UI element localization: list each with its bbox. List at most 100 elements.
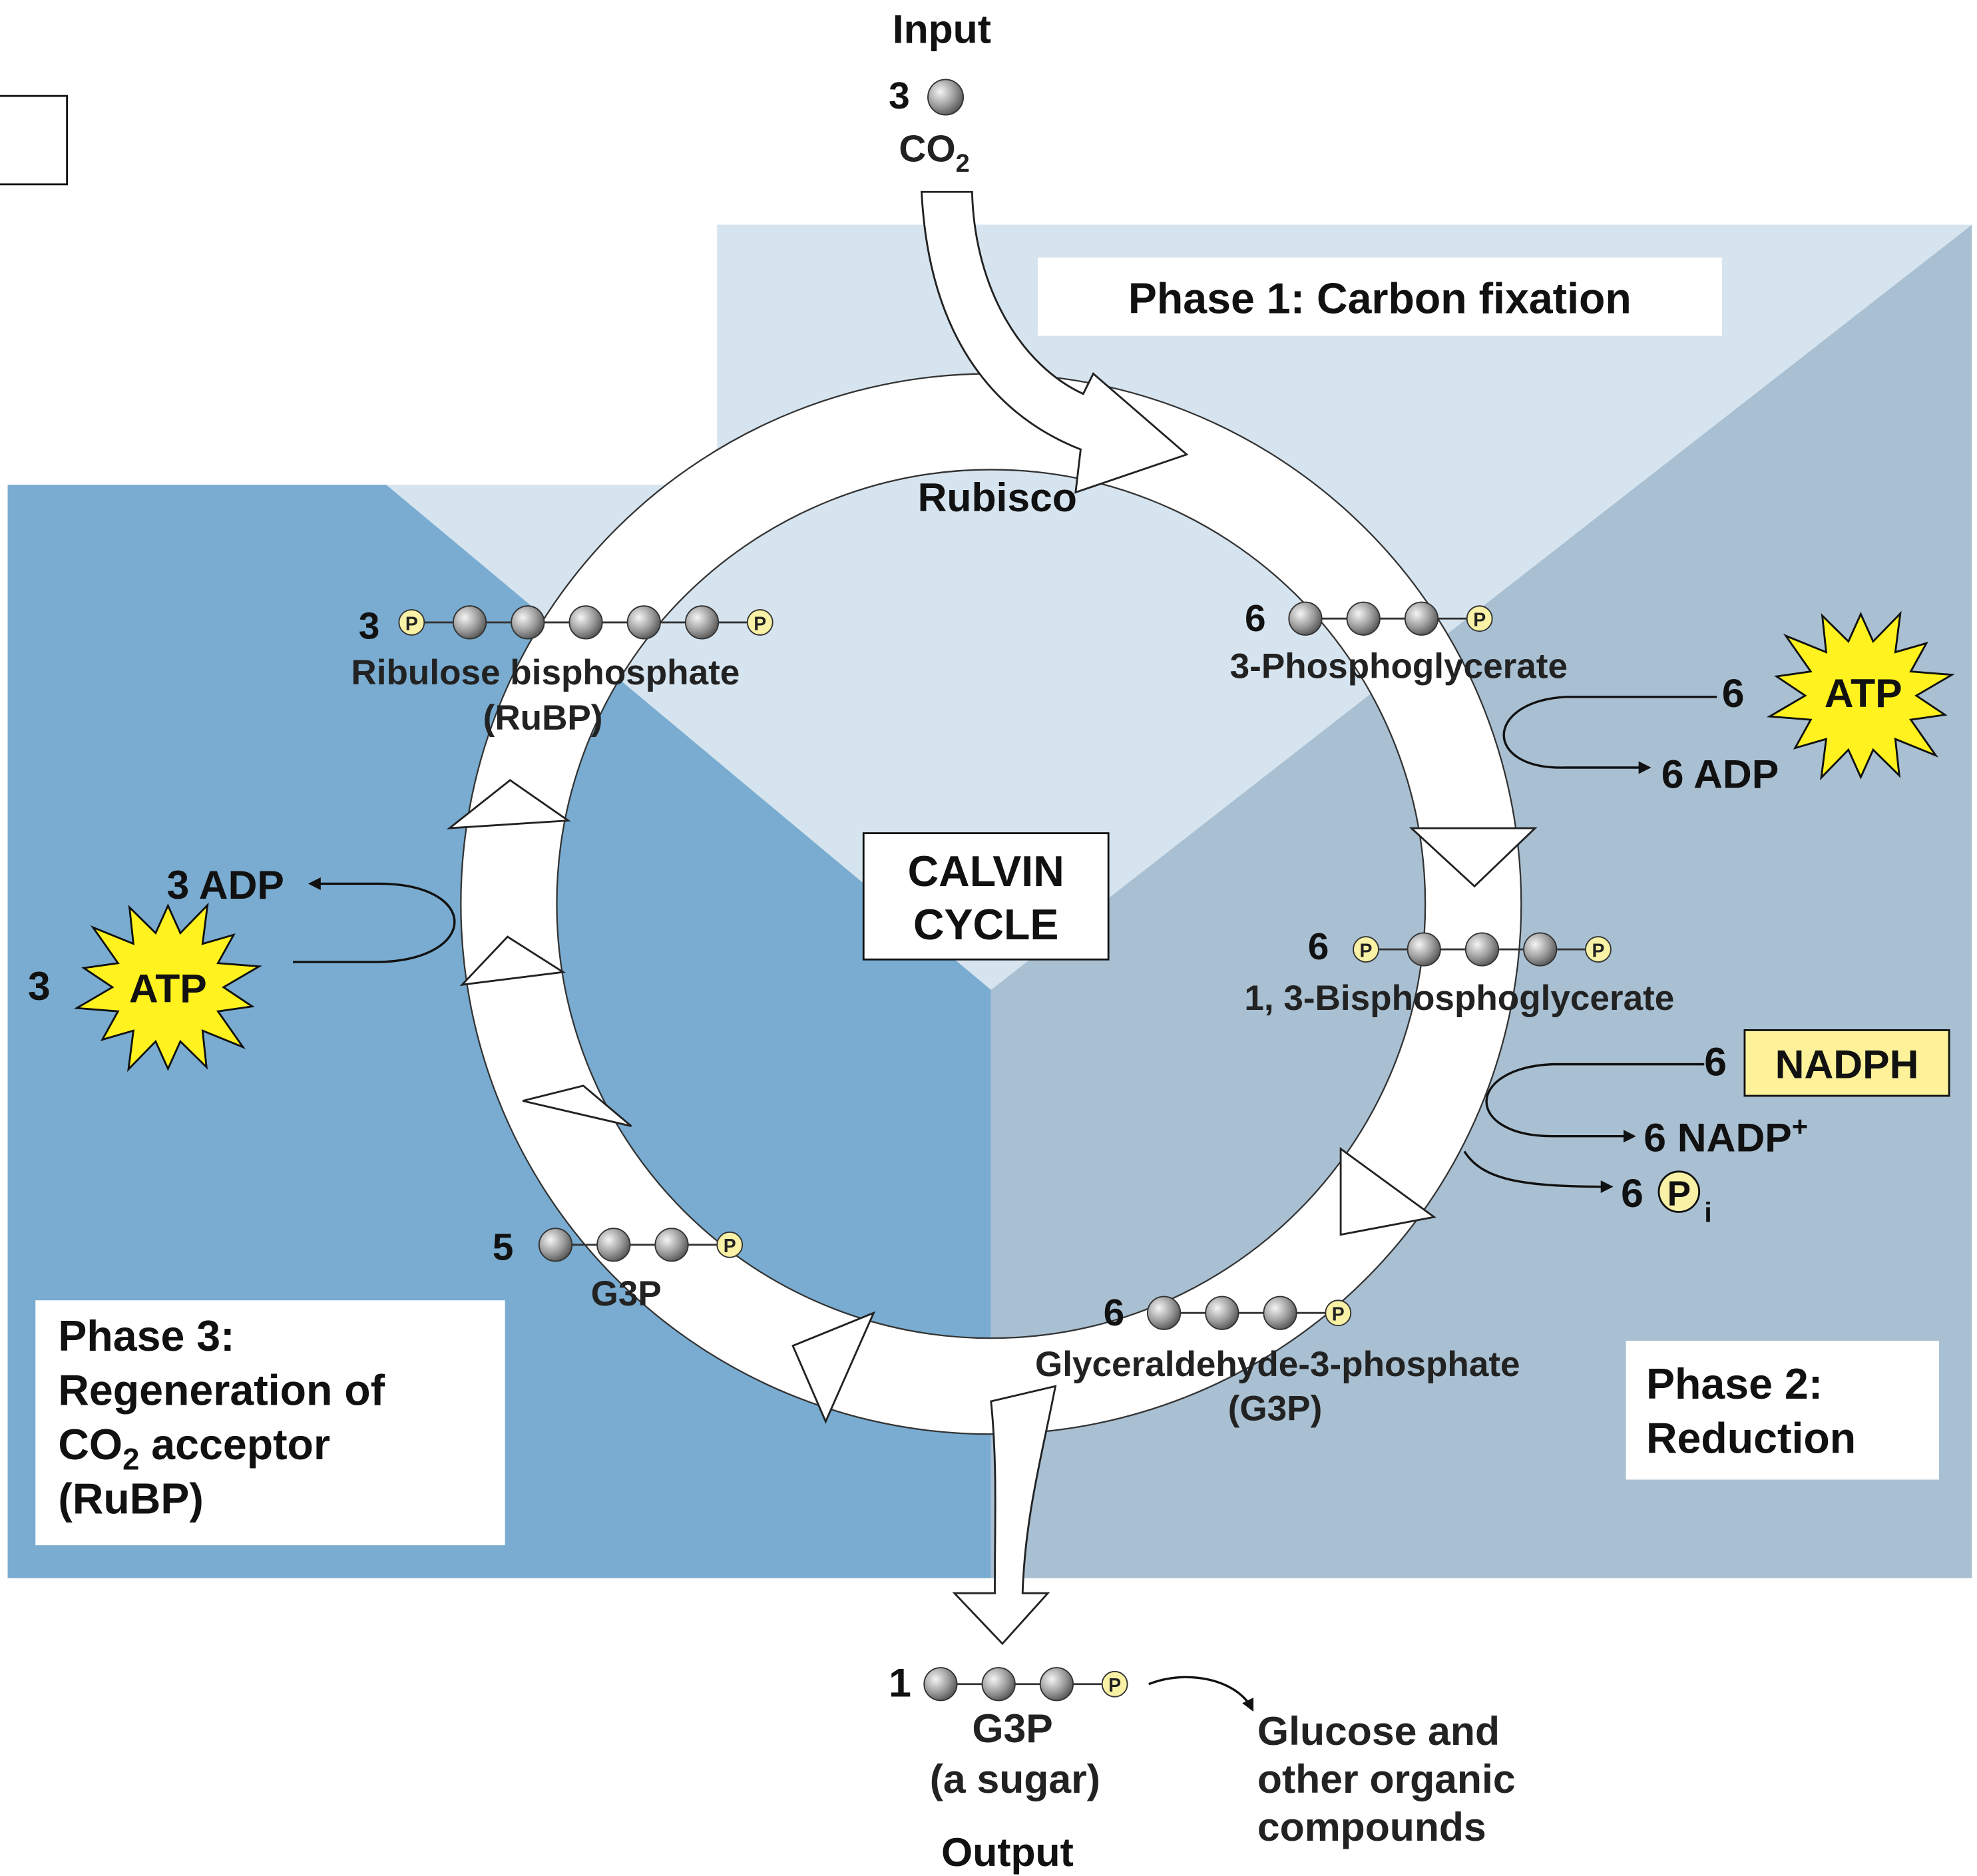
output-name: G3P — [972, 1706, 1052, 1751]
output-count: 1 — [889, 1660, 911, 1706]
nadph-box — [1743, 1029, 1950, 1097]
output-carbon-atom — [1039, 1667, 1074, 1702]
co2-carbon-atom — [927, 79, 965, 116]
calvin-cycle-box: CALVIN CYCLE — [862, 832, 1110, 961]
nadph-label: NADPH — [1775, 1041, 1919, 1086]
pi-subscript: i — [1704, 1197, 1712, 1228]
g3p-carbon-atom — [1146, 1295, 1182, 1330]
phase3-label-line1: Phase 3: — [58, 1312, 234, 1360]
input-title: Input — [893, 6, 991, 51]
corner-box — [0, 95, 69, 186]
atp-count-phase3: 3 — [28, 963, 51, 1009]
atp-label-phase3: ATP — [129, 966, 207, 1011]
phase1-label: Phase 1: Carbon fixation — [1128, 274, 1632, 322]
calvin-cycle-line2: CYCLE — [913, 901, 1059, 949]
g3p-chain: P — [1146, 1295, 1352, 1330]
rubp-phosphate-label: P — [754, 613, 766, 634]
rubp-carbon-atom — [626, 605, 661, 640]
bpg-carbon-atom — [1523, 932, 1558, 967]
g3p5-phosphate-label: P — [724, 1236, 736, 1257]
g3p-count: 6 — [1104, 1291, 1125, 1334]
rubp-abbr: (RuBP) — [483, 698, 603, 738]
g3p5-phosphate — [716, 1231, 744, 1258]
input-molecule: CO2 — [899, 128, 969, 178]
rubp-carbon-atom — [684, 605, 720, 640]
g3p-phosphate-label: P — [1332, 1304, 1345, 1325]
rubp-name: Ribulose bisphosphate — [351, 653, 740, 692]
rubp-carbon-atom — [452, 605, 487, 640]
bpg-phosphate-label: P — [1592, 940, 1604, 961]
atp-starburst-phase2 — [1766, 610, 1955, 781]
phase2-atp-group: 6 ATP 6 ADP — [1502, 610, 1955, 796]
output-destination-arrow — [1148, 1676, 1254, 1712]
atp-label-phase2: ATP — [1825, 670, 1902, 716]
rubp-carbon-atom — [568, 605, 603, 640]
g3p5-chain: P — [538, 1228, 744, 1262]
pga-carbon-atom — [1404, 601, 1439, 636]
phase1-label-box: Phase 1: Carbon fixation — [1037, 257, 1722, 336]
bpg-phosphate-label: P — [1360, 940, 1373, 961]
output-desc: (a sugar) — [930, 1756, 1100, 1801]
g3p5-count: 5 — [493, 1226, 514, 1269]
output-arrow — [952, 1385, 1057, 1646]
phase2-label-line2: Reduction — [1646, 1415, 1856, 1463]
g3p5-carbon-atom — [654, 1228, 689, 1262]
calvin-cycle-line1: CALVIN — [908, 847, 1064, 895]
cycle-ring — [460, 373, 1522, 1435]
rubp-count: 3 — [359, 605, 380, 648]
nadph-group: 6 NADPH 6 NADP+ 6 P i — [1463, 1029, 1950, 1228]
pga-count: 6 — [1245, 597, 1266, 640]
rubp-carbon-atom — [511, 605, 545, 640]
g3p-phosphate — [1325, 1299, 1352, 1327]
pga-carbon-atom — [1288, 601, 1323, 636]
phase3-atp-group: 3 ADP 3 ATP — [28, 862, 456, 1072]
g3p-carbon-atom — [1205, 1295, 1239, 1330]
output-title: Output — [941, 1829, 1074, 1875]
output-dest-line2: other organic — [1257, 1756, 1516, 1801]
output-dest-line1: Glucose and — [1257, 1708, 1500, 1754]
phase3-label-line2: Regeneration of — [58, 1367, 385, 1415]
pi-count: 6 — [1621, 1170, 1644, 1216]
adp-label-phase3: 3 ADP — [166, 862, 284, 907]
bpg-carbon-atom — [1464, 932, 1500, 967]
g3p5-name: G3P — [591, 1274, 662, 1313]
bpg-phosphate — [1585, 936, 1612, 963]
phase3-label-box: Phase 3: Regeneration of CO2 acceptor (R… — [35, 1300, 505, 1546]
g3p-name: Glyceraldehyde-3-phosphate — [1035, 1345, 1520, 1384]
adp-label-phase2: 6 ADP — [1661, 751, 1779, 796]
output-dest-line3: compounds — [1257, 1804, 1486, 1849]
pga-phosphate — [1466, 605, 1493, 632]
enzyme-label: Rubisco — [918, 475, 1077, 520]
phase3-label-line3: CO2 acceptor — [58, 1421, 330, 1476]
rubp-phosphate — [398, 608, 425, 636]
input-count: 3 — [889, 75, 910, 117]
input-arrow — [920, 190, 1189, 494]
nadph-count: 6 — [1704, 1039, 1727, 1084]
pi-symbol: P — [1667, 1174, 1691, 1214]
atp-adp-arrow-phase3 — [293, 877, 456, 963]
pi-circle — [1657, 1170, 1701, 1213]
bpg-carbon-atom — [1407, 932, 1441, 967]
pga-phosphate-label: P — [1473, 610, 1486, 631]
pi-arrow — [1463, 1150, 1614, 1194]
output-phosphate — [1101, 1670, 1128, 1698]
ring-arrowheads — [446, 779, 1538, 1424]
phase3-label-line4: (RuBP) — [58, 1475, 203, 1523]
pga-name: 3-Phosphoglycerate — [1230, 646, 1568, 686]
atp-adp-arrow-phase2 — [1502, 696, 1717, 774]
atp-count-phase2: 6 — [1722, 670, 1745, 716]
g3p-carbon-atom — [1263, 1295, 1297, 1330]
output-carbon-atom — [923, 1667, 958, 1702]
rubp-phosphate-label: P — [405, 613, 418, 634]
rubp-phosphate — [746, 608, 773, 636]
bpg-phosphate — [1353, 936, 1379, 963]
nadph-arrow — [1485, 1062, 1705, 1143]
output-carbon-atom — [981, 1667, 1016, 1702]
output-phosphate-label: P — [1108, 1675, 1121, 1696]
output-chain: P — [923, 1667, 1128, 1702]
bpg-name: 1, 3-Bisphosphoglycerate — [1244, 979, 1674, 1018]
